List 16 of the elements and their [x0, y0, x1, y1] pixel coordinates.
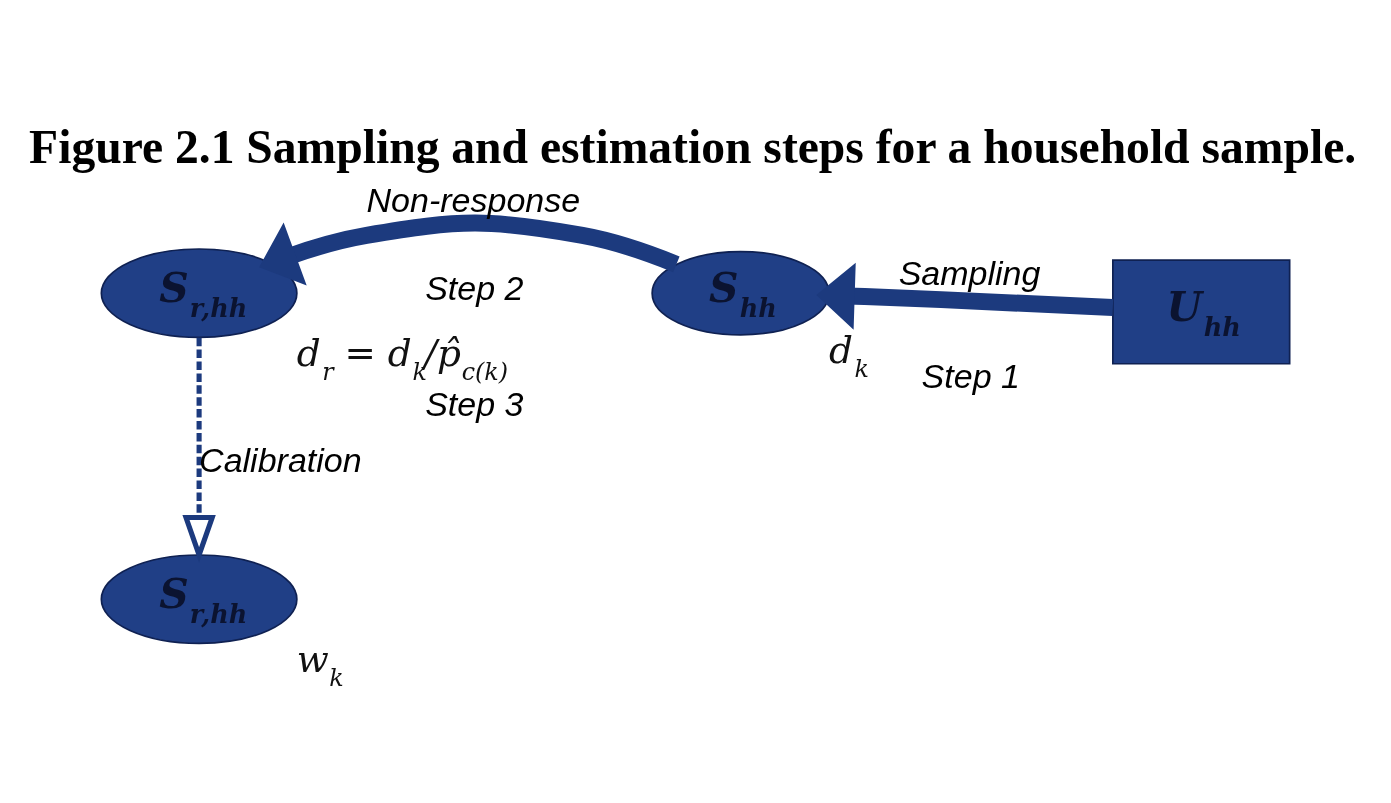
node-label: w$_{k}$	[296, 636, 344, 692]
diagram-title: Figure 2.1 Sampling and estimation steps for a household sample.	[29, 120, 1357, 173]
arrow	[259, 214, 680, 286]
node-ellipse: S$_{hh}$	[651, 250, 830, 336]
label: Step 1	[921, 356, 1020, 395]
edge-label: Non-response	[366, 180, 581, 219]
label: Step 3	[425, 384, 524, 423]
label: Step 2	[425, 268, 524, 307]
node-ellipse: S$_{r,hh}$	[100, 553, 298, 644]
arrow	[182, 337, 216, 563]
node-box: U$_{hh}$	[1112, 258, 1291, 365]
edge-label: Calibration	[199, 440, 362, 479]
edge-label: Sampling	[898, 253, 1041, 292]
node-ellipse: S$_{r,hh}$	[100, 247, 298, 338]
arrow	[816, 262, 1114, 330]
node-label: d$_{k}$	[828, 327, 869, 383]
